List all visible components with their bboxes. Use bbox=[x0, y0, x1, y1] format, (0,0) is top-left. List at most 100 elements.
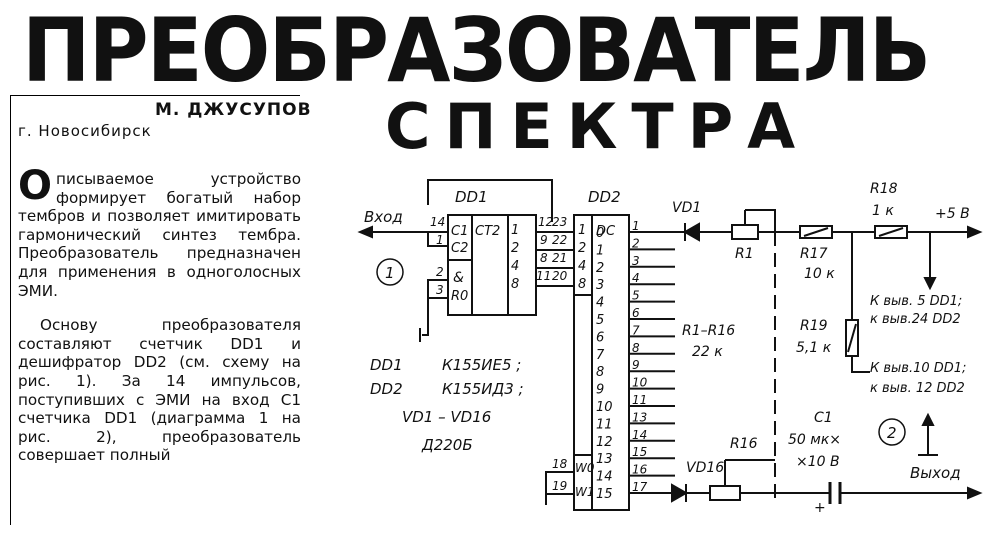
circuit-schematic: Вход DD1 C1 C2 CT2 & R0 1 2 4 8 14 1 2 3… bbox=[330, 160, 995, 530]
dd2-chip bbox=[573, 214, 630, 511]
r1-r16-label: R1–R16 bbox=[682, 323, 735, 339]
dd1-c2: C2 bbox=[451, 241, 468, 256]
vcc-tap-arrow bbox=[923, 277, 937, 291]
feedback-wire bbox=[427, 179, 553, 222]
dd2-out-pin-9: 10 bbox=[632, 376, 648, 390]
dd1-ct2: CT2 bbox=[475, 224, 500, 239]
paragraph-1-text: писываемое устройство формирует богатый … bbox=[18, 170, 301, 300]
dd1-chip bbox=[447, 214, 537, 316]
dd1-w4: 4 bbox=[511, 259, 519, 274]
note2b: к выв. 12 DD2 bbox=[870, 381, 965, 396]
dd2-out-index-7: 7 bbox=[596, 348, 605, 363]
input-arrow bbox=[357, 225, 373, 239]
r16-resistor bbox=[709, 485, 741, 501]
dd2-out-index-15: 15 bbox=[596, 487, 613, 502]
dd2-label: DD2 bbox=[588, 188, 621, 206]
dd2-in-w4: 4 bbox=[578, 259, 586, 274]
dd1-pin-12: 12 bbox=[538, 215, 553, 229]
r1-label: R1 bbox=[735, 246, 754, 262]
dd2-out-index-11: 11 bbox=[596, 417, 613, 432]
r1-wiper bbox=[744, 209, 776, 233]
dd2-out-index-9: 9 bbox=[596, 383, 604, 398]
title-line-2: СПЕКТРА bbox=[385, 90, 810, 163]
legend-dd2-name: DD2 bbox=[370, 380, 403, 398]
dd2-out-pin-0: 1 bbox=[632, 219, 640, 233]
vcc-label: +5 В bbox=[935, 206, 970, 222]
r18-hatch bbox=[878, 227, 904, 237]
dd2-out-index-4: 4 bbox=[596, 296, 604, 311]
dd2-out-pin-14: 16 bbox=[632, 463, 648, 477]
dd1-c1: C1 bbox=[451, 224, 468, 239]
dd2-out-pin-15: 17 bbox=[632, 480, 648, 494]
bus-wires bbox=[536, 231, 574, 287]
c1-value-1: 50 мк× bbox=[788, 432, 841, 448]
dd2-out-index-3: 3 bbox=[596, 278, 604, 293]
output-label: Выход bbox=[910, 464, 961, 482]
dd1-w2: 2 bbox=[511, 241, 519, 256]
c1-value-2: ×10 В bbox=[796, 454, 840, 470]
dd2-out-pin-12: 14 bbox=[632, 428, 647, 442]
dd2-out-index-12: 12 bbox=[596, 435, 613, 450]
resistor-bus bbox=[758, 231, 800, 505]
dd2-pin-23: 23 bbox=[552, 215, 567, 229]
dd1-pin-11: 11 bbox=[536, 269, 551, 283]
dd1-label: DD1 bbox=[455, 188, 488, 206]
r19-wire-bot bbox=[851, 356, 870, 373]
c1-c2-link bbox=[427, 232, 448, 247]
header-rule bbox=[10, 95, 300, 96]
vcc-arrow bbox=[967, 225, 983, 239]
r19-label: R19 bbox=[800, 318, 828, 334]
drop-cap: О bbox=[18, 163, 53, 209]
legend-dd2-part: К155ИД3 ; bbox=[442, 380, 524, 398]
dd2-out-index-6: 6 bbox=[596, 330, 604, 345]
dd2-out-pin-10: 11 bbox=[632, 393, 647, 407]
dd2-pin-20: 20 bbox=[552, 269, 568, 283]
dd2-out-index-14: 14 bbox=[596, 470, 613, 485]
fig1-number: 1 bbox=[385, 264, 395, 282]
dd2-in-w1: 1 bbox=[578, 223, 586, 238]
dd1-r0: R0 bbox=[451, 289, 468, 304]
dd2-out-pin-7: 8 bbox=[632, 341, 640, 355]
output-arrow bbox=[967, 486, 983, 500]
dd2-out-pin-6: 7 bbox=[632, 323, 640, 337]
dd2-w1: W1 bbox=[575, 485, 595, 499]
dd1-w1: 1 bbox=[511, 223, 519, 238]
r1-r16-value: 22 к bbox=[692, 344, 723, 360]
dd2-out-index-8: 8 bbox=[596, 365, 604, 380]
dd2-out-pin-8: 9 bbox=[632, 358, 640, 372]
dd2-dc: DC bbox=[596, 224, 616, 239]
dd2-out-pin-2: 3 bbox=[632, 254, 640, 268]
note2a: К выв.10 DD1; bbox=[870, 361, 966, 376]
fig1-circle bbox=[376, 258, 404, 286]
dd2-out-pin-4: 5 bbox=[632, 289, 640, 303]
vd16-label: VD16 bbox=[686, 460, 724, 476]
author-city: г. Новосибирск bbox=[18, 122, 152, 140]
r17-label: R17 bbox=[800, 246, 828, 262]
dd2-out-pin-3: 4 bbox=[632, 271, 640, 285]
vd1-diode bbox=[682, 222, 700, 242]
dd2-out-index-10: 10 bbox=[596, 400, 613, 415]
dd1-pin-14: 14 bbox=[430, 215, 445, 229]
dd1-pin-2: 2 bbox=[436, 265, 444, 279]
author-name: М. ДЖУСУПОВ bbox=[155, 100, 312, 120]
r18-value: 1 к bbox=[872, 203, 894, 219]
dd2-pin-19: 19 bbox=[552, 479, 567, 493]
r19-hatch bbox=[847, 323, 857, 353]
dd1-and: & bbox=[453, 270, 464, 286]
ground-arrow bbox=[921, 412, 935, 426]
dd1-w8: 8 bbox=[511, 277, 519, 292]
dd1-pin-9: 9 bbox=[540, 233, 548, 247]
r1-resistor bbox=[731, 224, 759, 240]
dd2-w0: W0 bbox=[575, 461, 595, 475]
r16-label: R16 bbox=[730, 436, 758, 452]
dd2-in-w8: 8 bbox=[578, 277, 586, 292]
ground-symbol bbox=[918, 422, 938, 456]
vd1-label: VD1 bbox=[672, 200, 701, 216]
dd2-out-pin-11: 13 bbox=[632, 410, 647, 424]
legend-vd: VD1 – VD16 bbox=[402, 408, 491, 426]
note1b: к выв.24 DD2 bbox=[870, 312, 961, 327]
dd2-out-index-1: 1 bbox=[596, 243, 604, 258]
r18-label: R18 bbox=[870, 181, 898, 197]
